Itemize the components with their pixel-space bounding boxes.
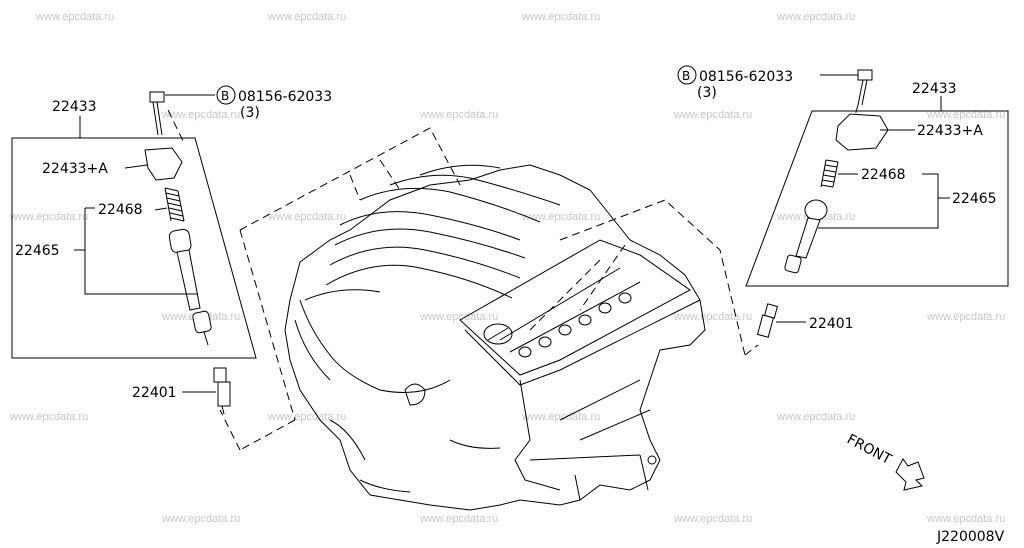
watermark: www.epcdata.ru: [419, 109, 498, 121]
left-spark-plug: [213, 367, 231, 415]
right-coil-assembly-label: 22433: [912, 81, 957, 97]
left-boot: [168, 228, 212, 346]
watermark: www.epcdata.ru: [161, 109, 240, 121]
watermark: www.epcdata.ru: [776, 11, 855, 23]
diagram-code: J220008V: [936, 529, 1005, 545]
watermarks: www.epcdata.ru www.epcdata.ru www.epcdat…: [9, 11, 1005, 525]
right-boot: [784, 199, 828, 274]
front-arrow-icon: [895, 458, 925, 491]
watermark: www.epcdata.ru: [9, 211, 88, 223]
left-spring-label: 22468: [98, 202, 143, 218]
watermark: www.epcdata.ru: [776, 411, 855, 423]
right-bolt-quantity: (3): [697, 85, 717, 101]
left-coil: [144, 147, 183, 181]
right-spark-plug-label: 22401: [809, 316, 854, 332]
right-spring-label: 22468: [861, 167, 906, 183]
watermark: www.epcdata.ru: [267, 211, 346, 223]
watermark: www.epcdata.ru: [521, 11, 600, 23]
watermark: www.epcdata.ru: [419, 513, 498, 525]
right-bolt-marker: [677, 65, 697, 85]
watermark: www.epcdata.ru: [267, 411, 346, 423]
left-coil-group: B 08156-62033 (3) 22433 22433+A 22468 22…: [11, 85, 332, 415]
left-bolt-quantity: (3): [240, 105, 260, 121]
watermark: www.epcdata.ru: [926, 513, 1005, 525]
right-coil-group: B 08156-62033 (3) 22433 22433+A 22468 22…: [677, 65, 1009, 338]
watermark: www.epcdata.ru: [521, 211, 600, 223]
watermark: www.epcdata.ru: [673, 513, 752, 525]
right-bolt-part-number: 08156-62033: [699, 69, 793, 85]
right-boot-assembly-label: 22465: [952, 191, 997, 207]
exploded-view-outline: [167, 104, 859, 451]
right-coil: [835, 113, 889, 151]
watermark: www.epcdata.ru: [35, 11, 114, 23]
right-bolt: [857, 69, 873, 106]
right-coil-label: 22433+A: [917, 123, 983, 139]
right-group-frame: [745, 110, 1009, 287]
watermark: www.epcdata.ru: [419, 311, 498, 323]
left-bolt: [149, 91, 165, 136]
watermark: www.epcdata.ru: [161, 513, 240, 525]
watermark: www.epcdata.ru: [673, 109, 752, 121]
watermark: www.epcdata.ru: [926, 311, 1005, 323]
front-label: FRONT: [844, 431, 894, 468]
watermark: www.epcdata.ru: [673, 311, 752, 323]
left-bolt-marker: [216, 85, 236, 105]
right-bolt-marker-letter: B: [682, 69, 690, 83]
right-spring: [820, 159, 839, 188]
left-boot-assembly-label: 22465: [15, 243, 60, 259]
watermark: www.epcdata.ru: [521, 411, 600, 423]
left-bolt-marker-letter: B: [221, 89, 229, 103]
watermark: www.epcdata.ru: [926, 109, 1005, 121]
left-bolt-part-number: 08156-62033: [238, 89, 332, 105]
front-indicator: FRONT: [844, 431, 925, 491]
engine-illustration: [284, 164, 706, 511]
left-group-frame: [11, 137, 257, 359]
left-coil-label: 22433+A: [42, 161, 108, 177]
left-coil-assembly-label: 22433: [52, 99, 97, 115]
right-spark-plug: [756, 303, 778, 338]
left-spring: [164, 187, 185, 222]
watermark: www.epcdata.ru: [9, 411, 88, 423]
watermark: www.epcdata.ru: [267, 11, 346, 23]
left-spark-plug-label: 22401: [132, 385, 177, 401]
